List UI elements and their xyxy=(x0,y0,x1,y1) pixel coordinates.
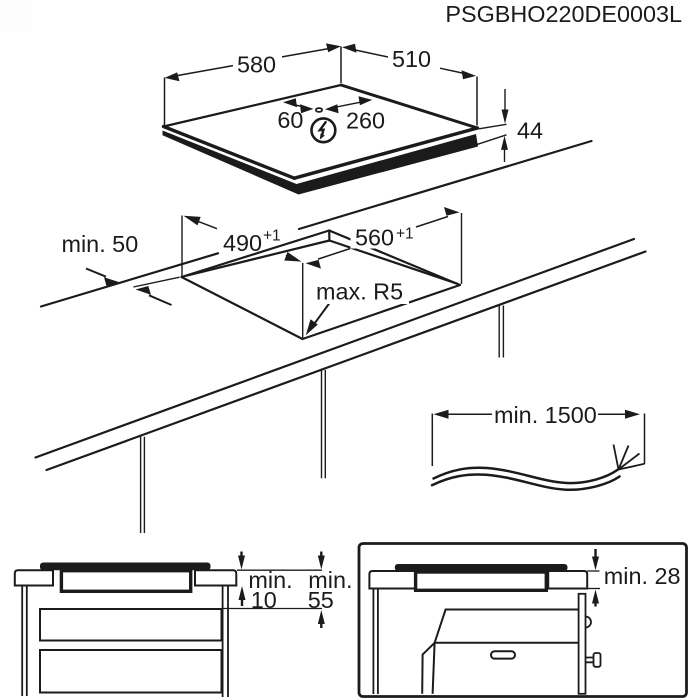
svg-text:55: 55 xyxy=(308,587,334,613)
svg-text:max. R5: max. R5 xyxy=(316,279,403,305)
svg-text:PSGBHO220DE0003L: PSGBHO220DE0003L xyxy=(445,1,682,27)
svg-text:510: 510 xyxy=(392,46,431,72)
svg-text:min.: min. xyxy=(308,567,352,593)
svg-text:min. 28: min. 28 xyxy=(604,563,681,589)
svg-text:60: 60 xyxy=(277,107,303,133)
svg-text:min. 1500: min. 1500 xyxy=(494,402,597,428)
svg-text:+1: +1 xyxy=(396,226,414,243)
svg-text:490: 490 xyxy=(223,230,262,256)
svg-text:10: 10 xyxy=(251,587,277,613)
svg-text:min.: min. xyxy=(248,567,292,593)
svg-text:44: 44 xyxy=(517,118,543,144)
svg-text:260: 260 xyxy=(346,108,385,134)
svg-text:min. 50: min. 50 xyxy=(62,231,139,257)
svg-text:+1: +1 xyxy=(263,228,281,245)
svg-text:580: 580 xyxy=(237,52,276,78)
svg-text:560: 560 xyxy=(355,225,394,251)
